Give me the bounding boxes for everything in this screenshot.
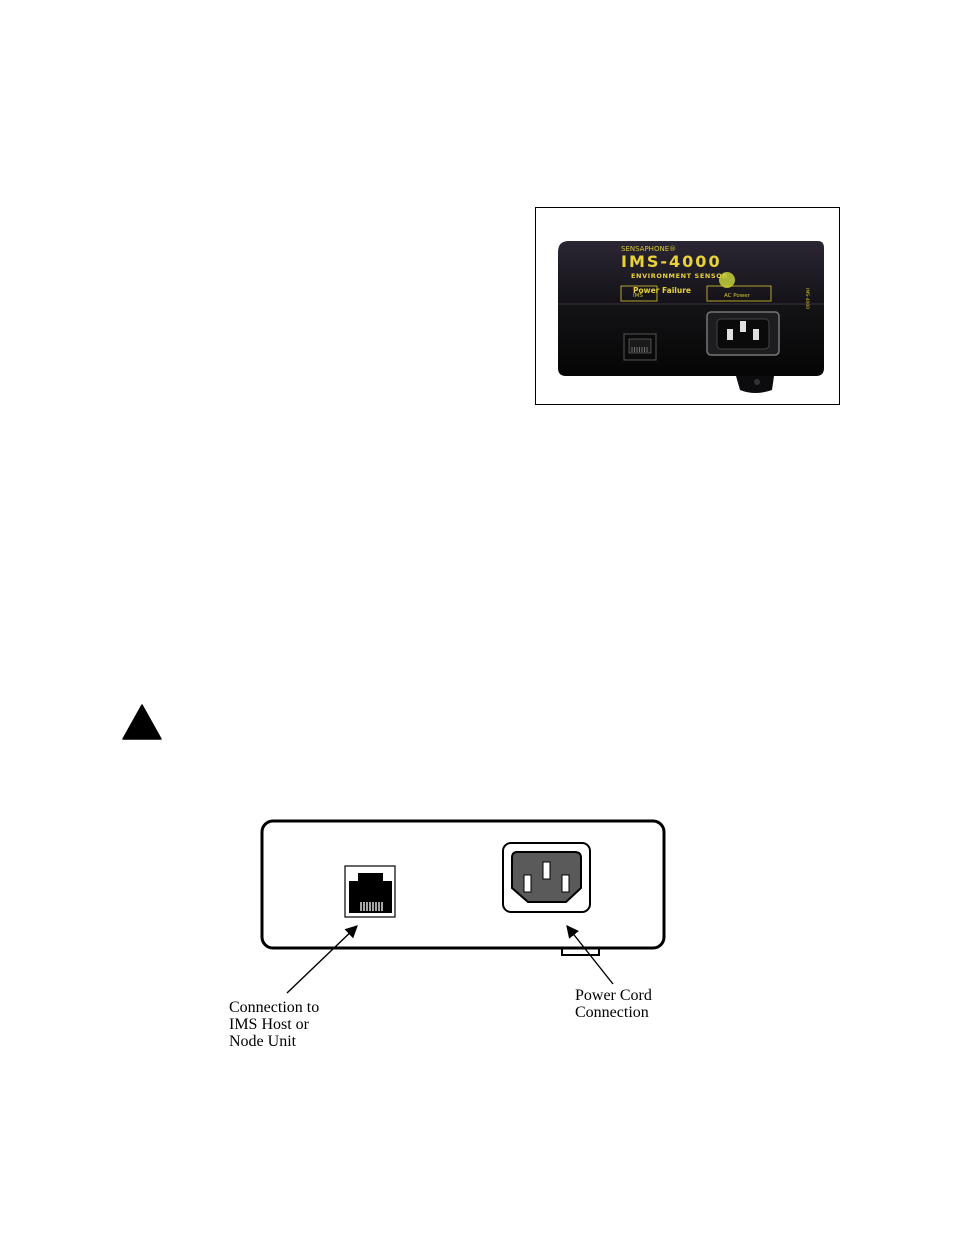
product-photo: SENSAPHONE® IMS-4000 ENVIRONMENT SENSOR … bbox=[535, 207, 840, 405]
mounting-tab bbox=[736, 376, 774, 393]
rj45-jack-icon bbox=[345, 866, 395, 917]
model-label: IMS-4000 bbox=[621, 252, 722, 271]
rj45-connection-label: Connection to IMS Host or Node Unit bbox=[229, 999, 319, 1050]
port-right-label: AC Power bbox=[724, 293, 751, 299]
power-cord-connection-label: Power Cord Connection bbox=[575, 987, 652, 1021]
ims-4000-device-illustration: SENSAPHONE® IMS-4000 ENVIRONMENT SENSOR … bbox=[536, 208, 841, 406]
device-outline bbox=[262, 821, 664, 948]
subtitle-label: ENVIRONMENT SENSOR bbox=[631, 272, 728, 280]
port-left-label: IMS bbox=[633, 293, 643, 299]
device-front-panel bbox=[558, 304, 824, 376]
warning-triangle-icon bbox=[122, 704, 162, 740]
svg-text:IMS-4000: IMS-4000 bbox=[804, 288, 810, 309]
ac-inlet-icon bbox=[503, 843, 590, 912]
